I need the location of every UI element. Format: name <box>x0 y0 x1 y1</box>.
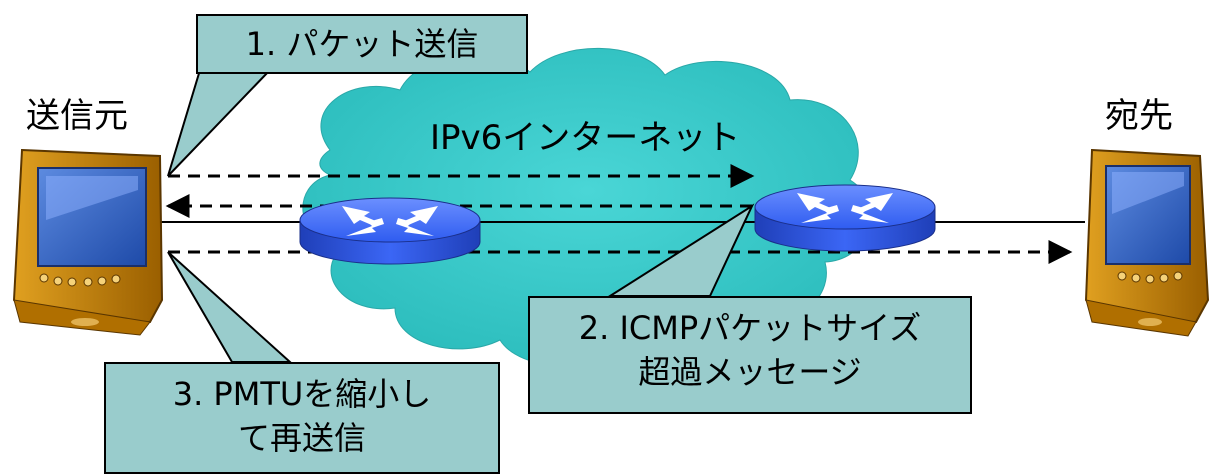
callout-pointer-1 <box>167 69 273 177</box>
callout-step2: 2. ICMPパケットサイズ 超過メッセージ <box>528 296 972 414</box>
network-label: IPv6インターネット <box>430 118 741 158</box>
step2-line2: 超過メッセージ <box>638 353 862 391</box>
callout-step3: 3. PMTUを縮小し て再送信 <box>104 362 500 474</box>
step3-line2: て再送信 <box>237 419 366 457</box>
source-label: 送信元 <box>26 96 128 136</box>
step3-line1: 3. PMTUを縮小し <box>172 375 432 413</box>
pda-device-icon <box>12 148 164 336</box>
router-icon <box>754 184 936 252</box>
callout-step1: 1. パケット送信 <box>196 14 528 74</box>
callout-pointer-3 <box>167 251 293 363</box>
step2-line1: 2. ICMPパケットサイズ <box>578 309 922 347</box>
pda-device-icon <box>1084 148 1210 337</box>
destination-label: 宛先 <box>1105 96 1173 136</box>
step1-text: 1. パケット送信 <box>245 25 479 63</box>
router-icon <box>299 197 481 265</box>
